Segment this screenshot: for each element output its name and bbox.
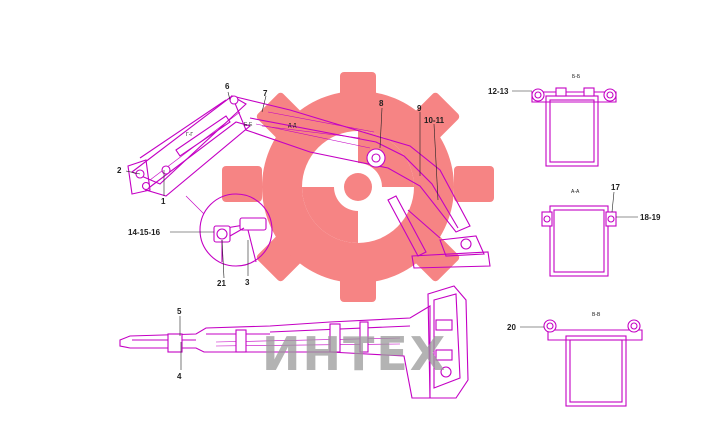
section-mark: Е-Е <box>244 122 253 128</box>
callout-label: 8 <box>379 99 384 108</box>
callout-label: 21 <box>217 279 226 288</box>
callout-label: 10-11 <box>424 116 445 125</box>
callout-label: 3 <box>245 278 250 287</box>
callout-label: 20 <box>507 323 516 332</box>
callout-label: 12-13 <box>488 87 509 96</box>
callout-label: 9 <box>417 104 422 113</box>
section-mark: А-А <box>571 189 580 195</box>
callout-label: 14-15-16 <box>128 228 161 237</box>
section-view-bottom <box>543 319 643 407</box>
callout-label: 1 <box>161 197 166 206</box>
callout-label: 2 <box>117 166 122 175</box>
callout-label: 4 <box>177 372 182 381</box>
gear-logo-icon <box>222 72 494 302</box>
section-view-top <box>531 87 617 167</box>
upper-boom-drawing <box>127 95 491 269</box>
callouts: 1 2 3 4 5 6 7 8 9 10-11 12-13 14-15-16 1… <box>117 82 661 381</box>
lower-boom-drawing <box>119 285 469 399</box>
callout-label: 6 <box>225 82 230 91</box>
leader-lines <box>125 90 638 370</box>
callout-label: 7 <box>263 89 268 98</box>
section-mark: Г-Г <box>186 132 193 138</box>
callout-label: 5 <box>177 307 182 316</box>
section-mark: Д-Д <box>288 123 297 129</box>
section-mark: Б-Б <box>572 74 581 80</box>
section-view-middle <box>541 205 617 277</box>
watermark-text: ИНТЕХ <box>262 327 447 381</box>
detail-circle-icon <box>185 193 273 267</box>
section-mark: В-В <box>592 312 601 318</box>
section-marks: Б-Б А-А В-В Г-Г Д-Д Е-Е <box>186 74 601 318</box>
callout-label: 18-19 <box>640 213 661 222</box>
callout-label: 17 <box>611 183 620 192</box>
